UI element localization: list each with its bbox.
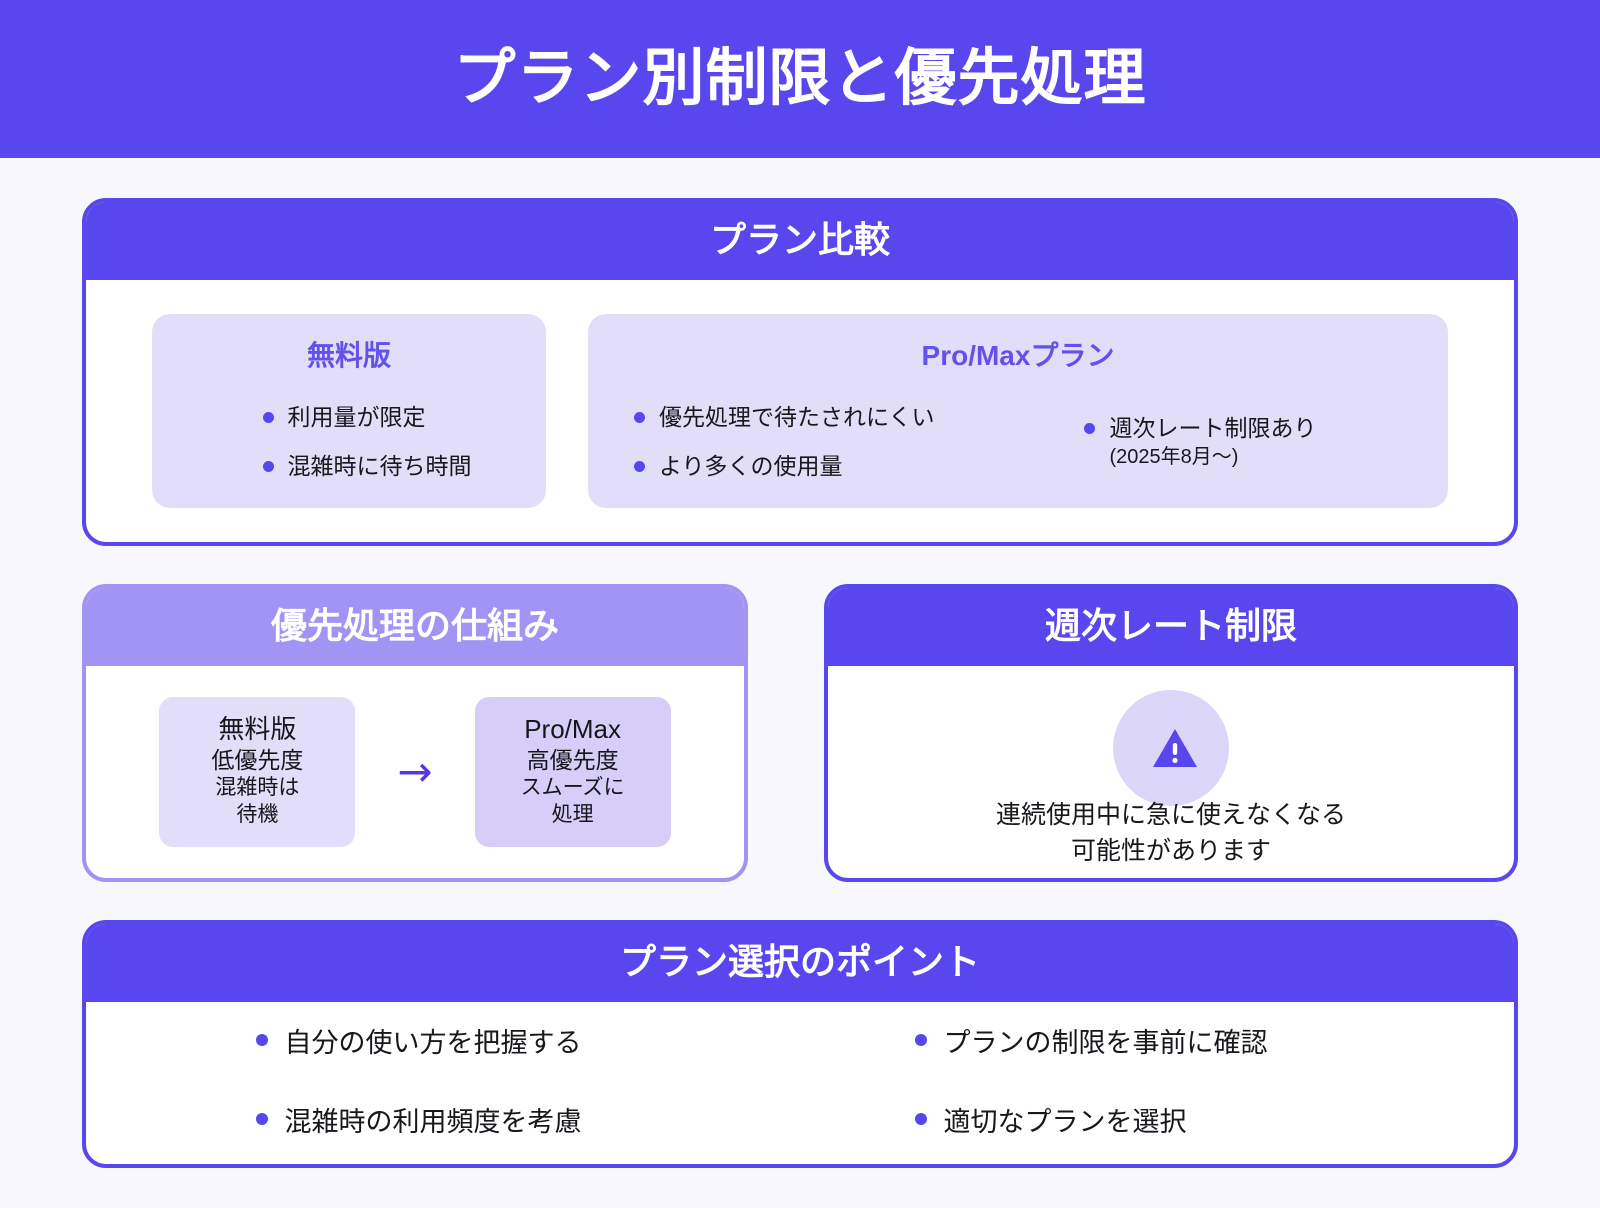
content-area: プラン比較 無料版 利用量が限定: [0, 158, 1600, 1208]
list-item-label: プランの制限を事前に確認: [943, 1027, 1268, 1058]
bullet-dot-icon: [1084, 422, 1096, 434]
priority-flow-title: 優先処理の仕組み: [86, 588, 744, 666]
points-grid: 自分の使い方を把握する プランの制限を事前に確認 混雑時の利用頻度を考慮 適切な…: [146, 1021, 1454, 1145]
free-plan-features: 利用量が限定 混雑時に待ち時間: [176, 400, 522, 484]
plan-comparison-card: プラン比較 無料版 利用量が限定: [82, 198, 1518, 546]
list-item-label: 利用量が限定: [287, 403, 426, 430]
weekly-rate-limit-line2: 可能性があります: [1070, 836, 1271, 865]
priority-flow-card: 優先処理の仕組み 無料版 低優先度 混雑時は 待機 → Pro/Max 高優先度…: [82, 584, 748, 882]
pro-max-plan-features: 優先処理で待たされにくい より多くの使用量: [612, 400, 1424, 484]
weekly-rate-limit-description: 連続使用中に急に使えなくなる 可能性があります: [996, 798, 1346, 869]
bullet-dot-icon: [634, 460, 645, 472]
bullet-dot-icon: [914, 1113, 927, 1126]
list-item: 自分の使い方を把握する: [255, 1021, 686, 1060]
weekly-rate-limit-body: 連続使用中に急に使えなくなる 可能性があります: [828, 666, 1514, 878]
bullet-dot-icon: [262, 460, 274, 472]
list-item: 適切なプランを選択: [914, 1100, 1345, 1139]
list-item-label: 自分の使い方を把握する: [284, 1027, 582, 1058]
plan-selection-points-card: プラン選択のポイント 自分の使い方を把握する プランの制限を事前に確認 混雑時の…: [82, 920, 1518, 1168]
pro-max-feature-column-left: 優先処理で待たされにくい より多くの使用量: [612, 402, 1058, 482]
priority-flow-body: 無料版 低優先度 混雑時は 待機 → Pro/Max 高優先度 スムーズに 処理: [86, 666, 744, 878]
list-item-label: 優先処理で待たされにくい: [659, 403, 935, 430]
flow-box-pro-max: Pro/Max 高優先度 スムーズに 処理: [474, 696, 671, 848]
page-header-banner: プラン別制限と優先処理: [0, 0, 1600, 158]
bullet-dot-icon: [255, 1034, 268, 1047]
flow-box-pro-max-line1: 高優先度: [526, 746, 619, 773]
flow-box-pro-max-line3: 処理: [551, 803, 594, 827]
flow-box-free-line2: 混雑時は: [215, 776, 300, 800]
list-item: 利用量が限定: [262, 402, 472, 433]
flow-box-free-name: 無料版: [218, 713, 297, 744]
list-item-label: 混雑時の利用頻度を考慮: [284, 1106, 582, 1137]
flow-box-pro-max-line2: スムーズに: [520, 776, 625, 800]
list-item: 混雑時に待ち時間: [262, 451, 472, 482]
flow-box-free-line1: 低優先度: [211, 746, 304, 773]
pro-max-plan-name: Pro/Maxプラン: [921, 339, 1115, 371]
bullet-dot-icon: [634, 411, 645, 423]
list-item-label: 混雑時に待ち時間: [287, 452, 472, 479]
plan-comparison-title: プラン比較: [86, 202, 1514, 280]
pro-max-feature-column-right: 週次レート制限あり (2025年8月〜): [1058, 413, 1424, 471]
plan-comparison-body: 無料版 利用量が限定: [86, 280, 1514, 542]
middle-row: 優先処理の仕組み 無料版 低優先度 混雑時は 待機 → Pro/Max 高優先度…: [82, 584, 1518, 882]
list-item: より多くの使用量: [634, 451, 1058, 482]
bullet-dot-icon: [914, 1034, 927, 1047]
weekly-rate-limit-card: 週次レート制限 連続使用中に急に使えなくなる 可能性があります: [824, 584, 1518, 882]
free-plan-name: 無料版: [306, 339, 391, 371]
bullet-dot-icon: [262, 411, 274, 423]
page-title: プラン別制限と優先処理: [453, 44, 1147, 113]
list-item: 週次レート制限あり (2025年8月〜): [1084, 413, 1424, 471]
list-item: プランの制限を事前に確認: [914, 1021, 1345, 1060]
list-item-label: より多くの使用量: [659, 452, 843, 479]
free-plan-feature-column: 利用量が限定 混雑時に待ち時間: [227, 402, 472, 482]
flow-box-free-line3: 待機: [236, 803, 279, 827]
warning-icon-badge: [1113, 690, 1229, 807]
free-plan-box: 無料版 利用量が限定: [152, 313, 546, 508]
plan-selection-points-body: 自分の使い方を把握する プランの制限を事前に確認 混雑時の利用頻度を考慮 適切な…: [86, 1002, 1514, 1164]
list-item: 優先処理で待たされにくい: [634, 402, 1058, 433]
weekly-rate-limit-title: 週次レート制限: [828, 588, 1514, 666]
arrow-right-icon: →: [397, 746, 433, 796]
flow-box-pro-max-name: Pro/Max: [524, 713, 621, 744]
list-item-label: 週次レート制限あり: [1109, 414, 1317, 441]
list-item: 混雑時の利用頻度を考慮: [255, 1100, 686, 1139]
pro-max-plan-box: Pro/Maxプラン 優先処理で待たされにくい: [588, 313, 1448, 508]
list-item-label: 適切なプランを選択: [943, 1106, 1187, 1137]
warning-triangle-icon: [1153, 729, 1197, 768]
plan-selection-points-title: プラン選択のポイント: [86, 924, 1514, 1002]
list-item-sublabel: (2025年8月〜): [1109, 445, 1239, 468]
flow-box-free: 無料版 低優先度 混雑時は 待機: [159, 696, 356, 848]
weekly-rate-limit-line1: 連続使用中に急に使えなくなる: [995, 801, 1346, 830]
bullet-dot-icon: [255, 1113, 268, 1126]
